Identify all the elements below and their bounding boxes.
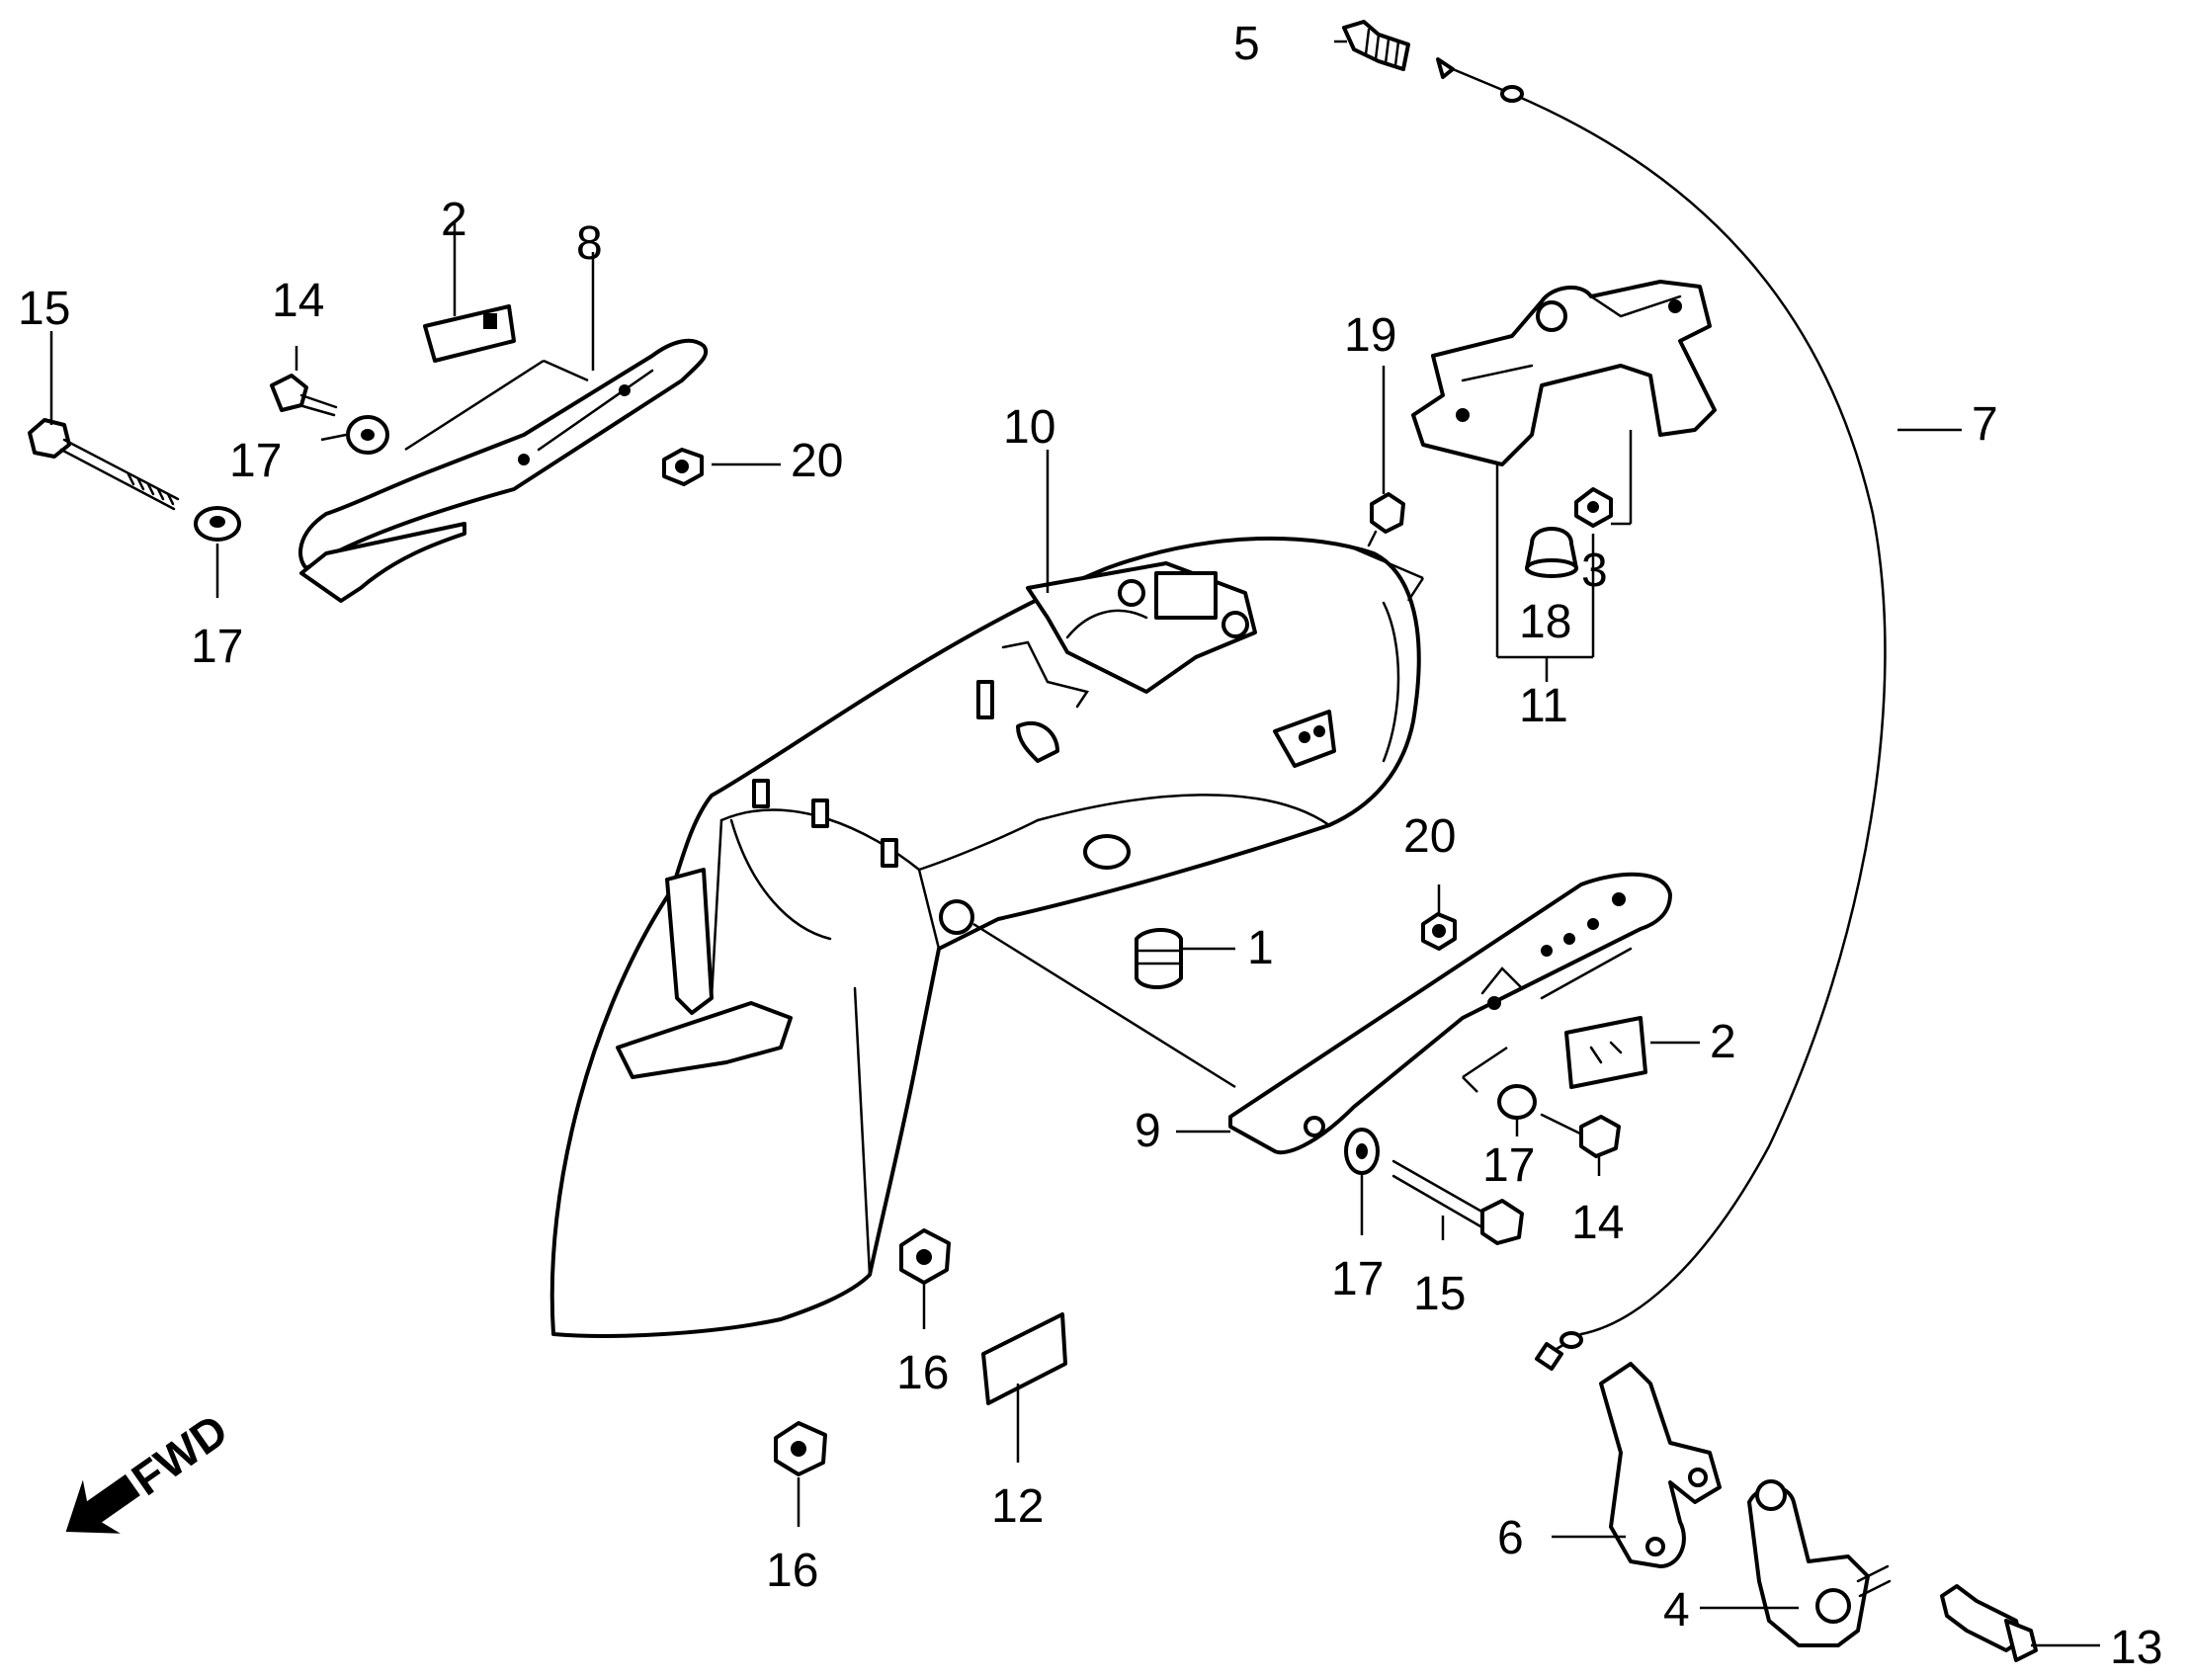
callout-8: 8 [576, 217, 603, 270]
callout-2-top: 2 [441, 194, 467, 246]
bolt-15-left [28, 418, 180, 511]
fwd-label: FWD [123, 1403, 237, 1505]
callout-16-upper: 16 [896, 1347, 949, 1399]
callout-15-right: 15 [1413, 1268, 1466, 1320]
spring-5 [1342, 20, 1410, 71]
nut-16-upper [899, 1228, 951, 1285]
nut-16-lower [774, 1421, 827, 1476]
callout-labels: 5 2 8 15 14 17 17 20 10 19 7 3 18 11 20 … [18, 18, 2162, 1674]
bolt-19 [1367, 492, 1405, 547]
leader-lines [49, 40, 2100, 1647]
callout-14-left: 14 [272, 275, 324, 327]
reflector-right [1564, 1016, 1647, 1089]
callout-12: 12 [991, 1480, 1044, 1533]
right-grab-rail [1228, 872, 1672, 1155]
label-plate-12 [981, 1312, 1067, 1405]
grommet-18 [1525, 527, 1578, 578]
callout-19: 19 [1344, 309, 1396, 362]
reflector-left [423, 304, 516, 363]
arrow-down-left-icon [65, 1473, 140, 1534]
callout-2-right: 2 [1710, 1016, 1736, 1068]
bolt-15-right [1391, 1159, 1524, 1245]
cap-1 [1135, 928, 1183, 989]
callout-10: 10 [1003, 401, 1055, 454]
callout-13: 13 [2110, 1622, 2162, 1674]
bolt-14-left [270, 374, 338, 417]
callout-3: 3 [1581, 545, 1608, 597]
seat-latch-bracket [1411, 280, 1717, 466]
seat-lock-cable [1436, 57, 1887, 1371]
rear-fender [549, 536, 1421, 1338]
callout-17-right-upper: 17 [1482, 1139, 1535, 1192]
callout-15-left: 15 [18, 283, 70, 335]
left-grab-rail [298, 338, 709, 603]
callout-20-right: 20 [1403, 810, 1456, 863]
callout-17-left-upper: 17 [229, 435, 282, 487]
callout-20-upper: 20 [791, 435, 843, 487]
callout-5: 5 [1233, 18, 1260, 70]
callout-6: 6 [1497, 1512, 1524, 1564]
seat-lock-4 [1747, 1479, 1892, 1647]
callout-18: 18 [1519, 596, 1571, 648]
pin-13 [1940, 1584, 2038, 1662]
bolt-14-right [1540, 1113, 1621, 1158]
callout-11: 11 [1519, 680, 1568, 732]
nut-20-upper [662, 448, 704, 486]
callout-4: 4 [1663, 1584, 1690, 1637]
fwd-indicator: FWD [65, 1403, 237, 1534]
nut-3 [1574, 487, 1613, 528]
callout-17-left-lower: 17 [191, 621, 243, 673]
bracket-6 [1599, 1362, 1722, 1568]
callout-17-right-lower: 17 [1331, 1253, 1384, 1305]
callout-1: 1 [1247, 922, 1274, 974]
callout-14-right: 14 [1571, 1197, 1624, 1249]
callout-9: 9 [1135, 1105, 1161, 1157]
washer-17-right-upper [1497, 1084, 1537, 1120]
callout-7: 7 [1972, 398, 1998, 451]
nut-20-right [1421, 912, 1457, 951]
callout-16-lower: 16 [766, 1545, 818, 1597]
